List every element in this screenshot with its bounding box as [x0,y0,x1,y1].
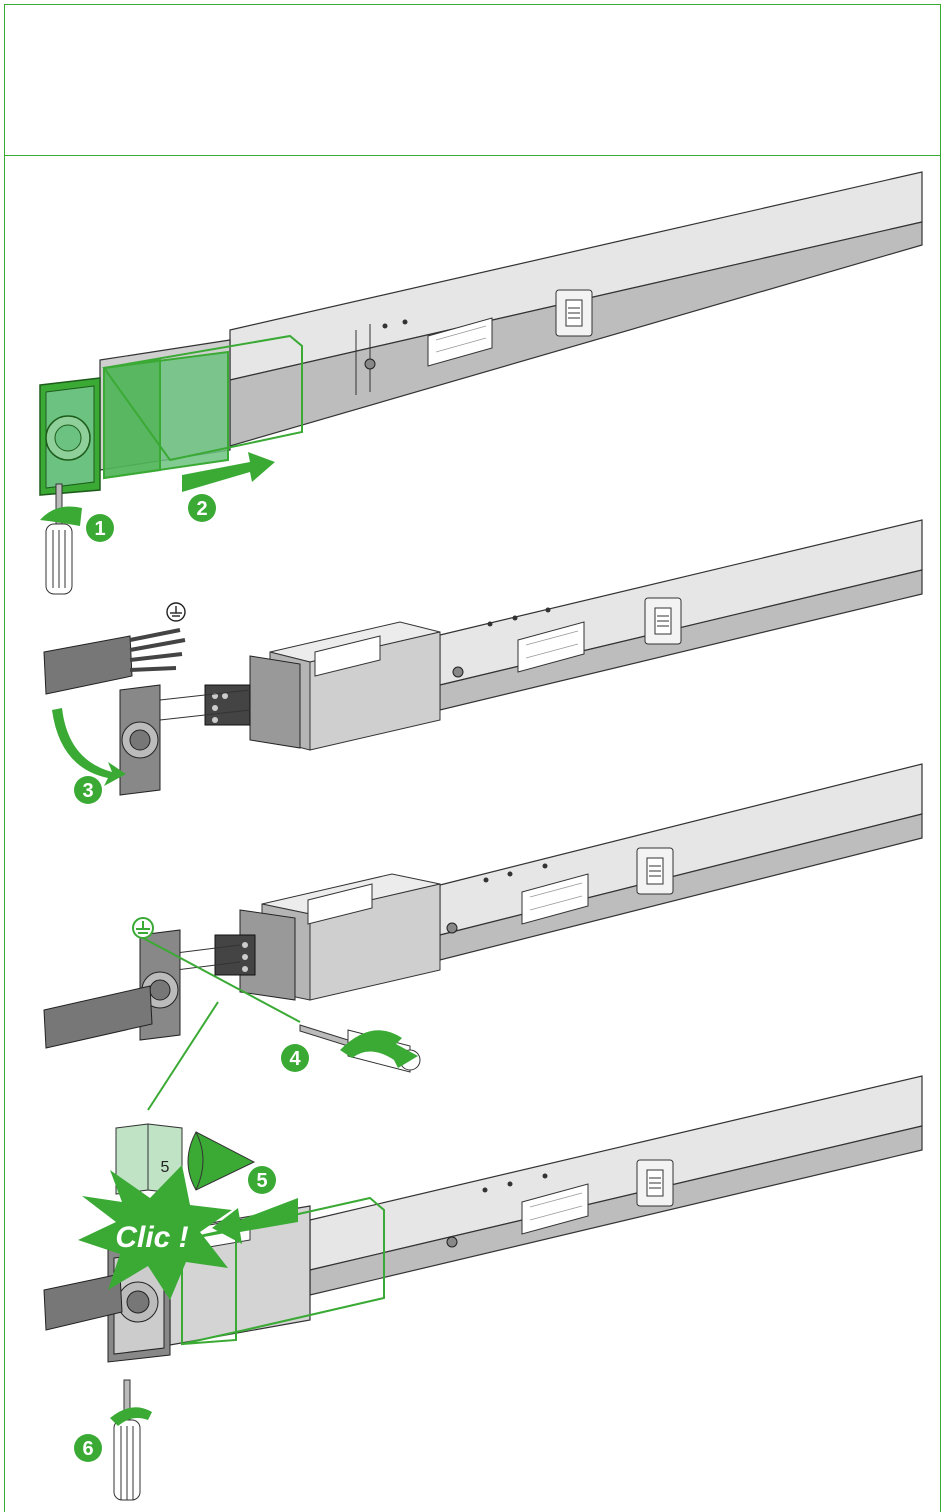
rotate-arrow-icon [40,506,82,526]
tap-off-window-4 [636,1159,674,1207]
wiring-guide-line [142,937,301,1023]
step-badge-2: 2 [188,494,216,522]
step-number-5: 5 [256,1170,267,1192]
step-number-2: 2 [196,498,207,520]
tap-off-window-3 [636,847,674,895]
end-flange-2 [119,684,161,796]
slide-arrow-2 [182,452,275,492]
step-badge-5: 5 [248,1166,276,1194]
eye-icon [187,1131,256,1191]
sliding-cover-green [102,334,303,480]
push-arrow-5 [212,1198,298,1244]
click-burst-icon: Clic ! [78,1165,232,1300]
step-number-1: 1 [94,518,105,540]
power-cable-4 [43,1273,123,1331]
panel-2-connect-cable: 3 [43,519,923,804]
page-frame [4,4,941,1512]
step-badge-3: 3 [74,776,102,804]
panel-3-wire-terminals: 4 5 [43,763,923,1195]
product-label-1 [427,317,493,367]
screwdriver-icon [45,483,73,595]
step-badge-1: 1 [86,514,114,542]
panel-4-refit-cover: Clic ! 5 6 [43,1075,923,1501]
rotate-arrow-icon [110,1407,152,1426]
step-badge-6: 6 [74,1434,102,1462]
screwdriver-icon [113,1379,141,1501]
panel-1-remove-cover: 1 2 [39,171,923,595]
earth-ground-icon [132,917,154,939]
step-number-6: 6 [82,1438,93,1460]
earth-ground-icon [166,602,186,622]
busbar-trunk-4 [309,1075,923,1296]
reference-leader-line [147,1001,219,1111]
reference-page-number: 5 [161,1159,170,1176]
step-number-3: 3 [82,780,93,802]
end-flange-green [39,377,101,496]
terminal-block-2 [159,655,301,749]
terminal-block-3 [159,909,296,1001]
clic-callout-text: Clic ! [115,1221,188,1254]
busbar-trunk-3 [439,763,923,961]
power-cable-3 [43,985,153,1049]
step-number-4: 4 [289,1048,301,1070]
rotate-arrow-icon [340,1030,418,1068]
tap-off-window-2 [644,597,682,645]
product-label-3 [521,873,589,925]
tap-off-window-1 [555,289,593,337]
insert-arrow-3 [52,708,126,786]
product-label-2 [517,621,585,673]
power-cable [43,628,186,695]
step-badge-4: 4 [281,1044,309,1072]
product-label-4 [521,1183,589,1235]
header-band [5,5,940,156]
sliding-cover-outline [181,1196,385,1346]
